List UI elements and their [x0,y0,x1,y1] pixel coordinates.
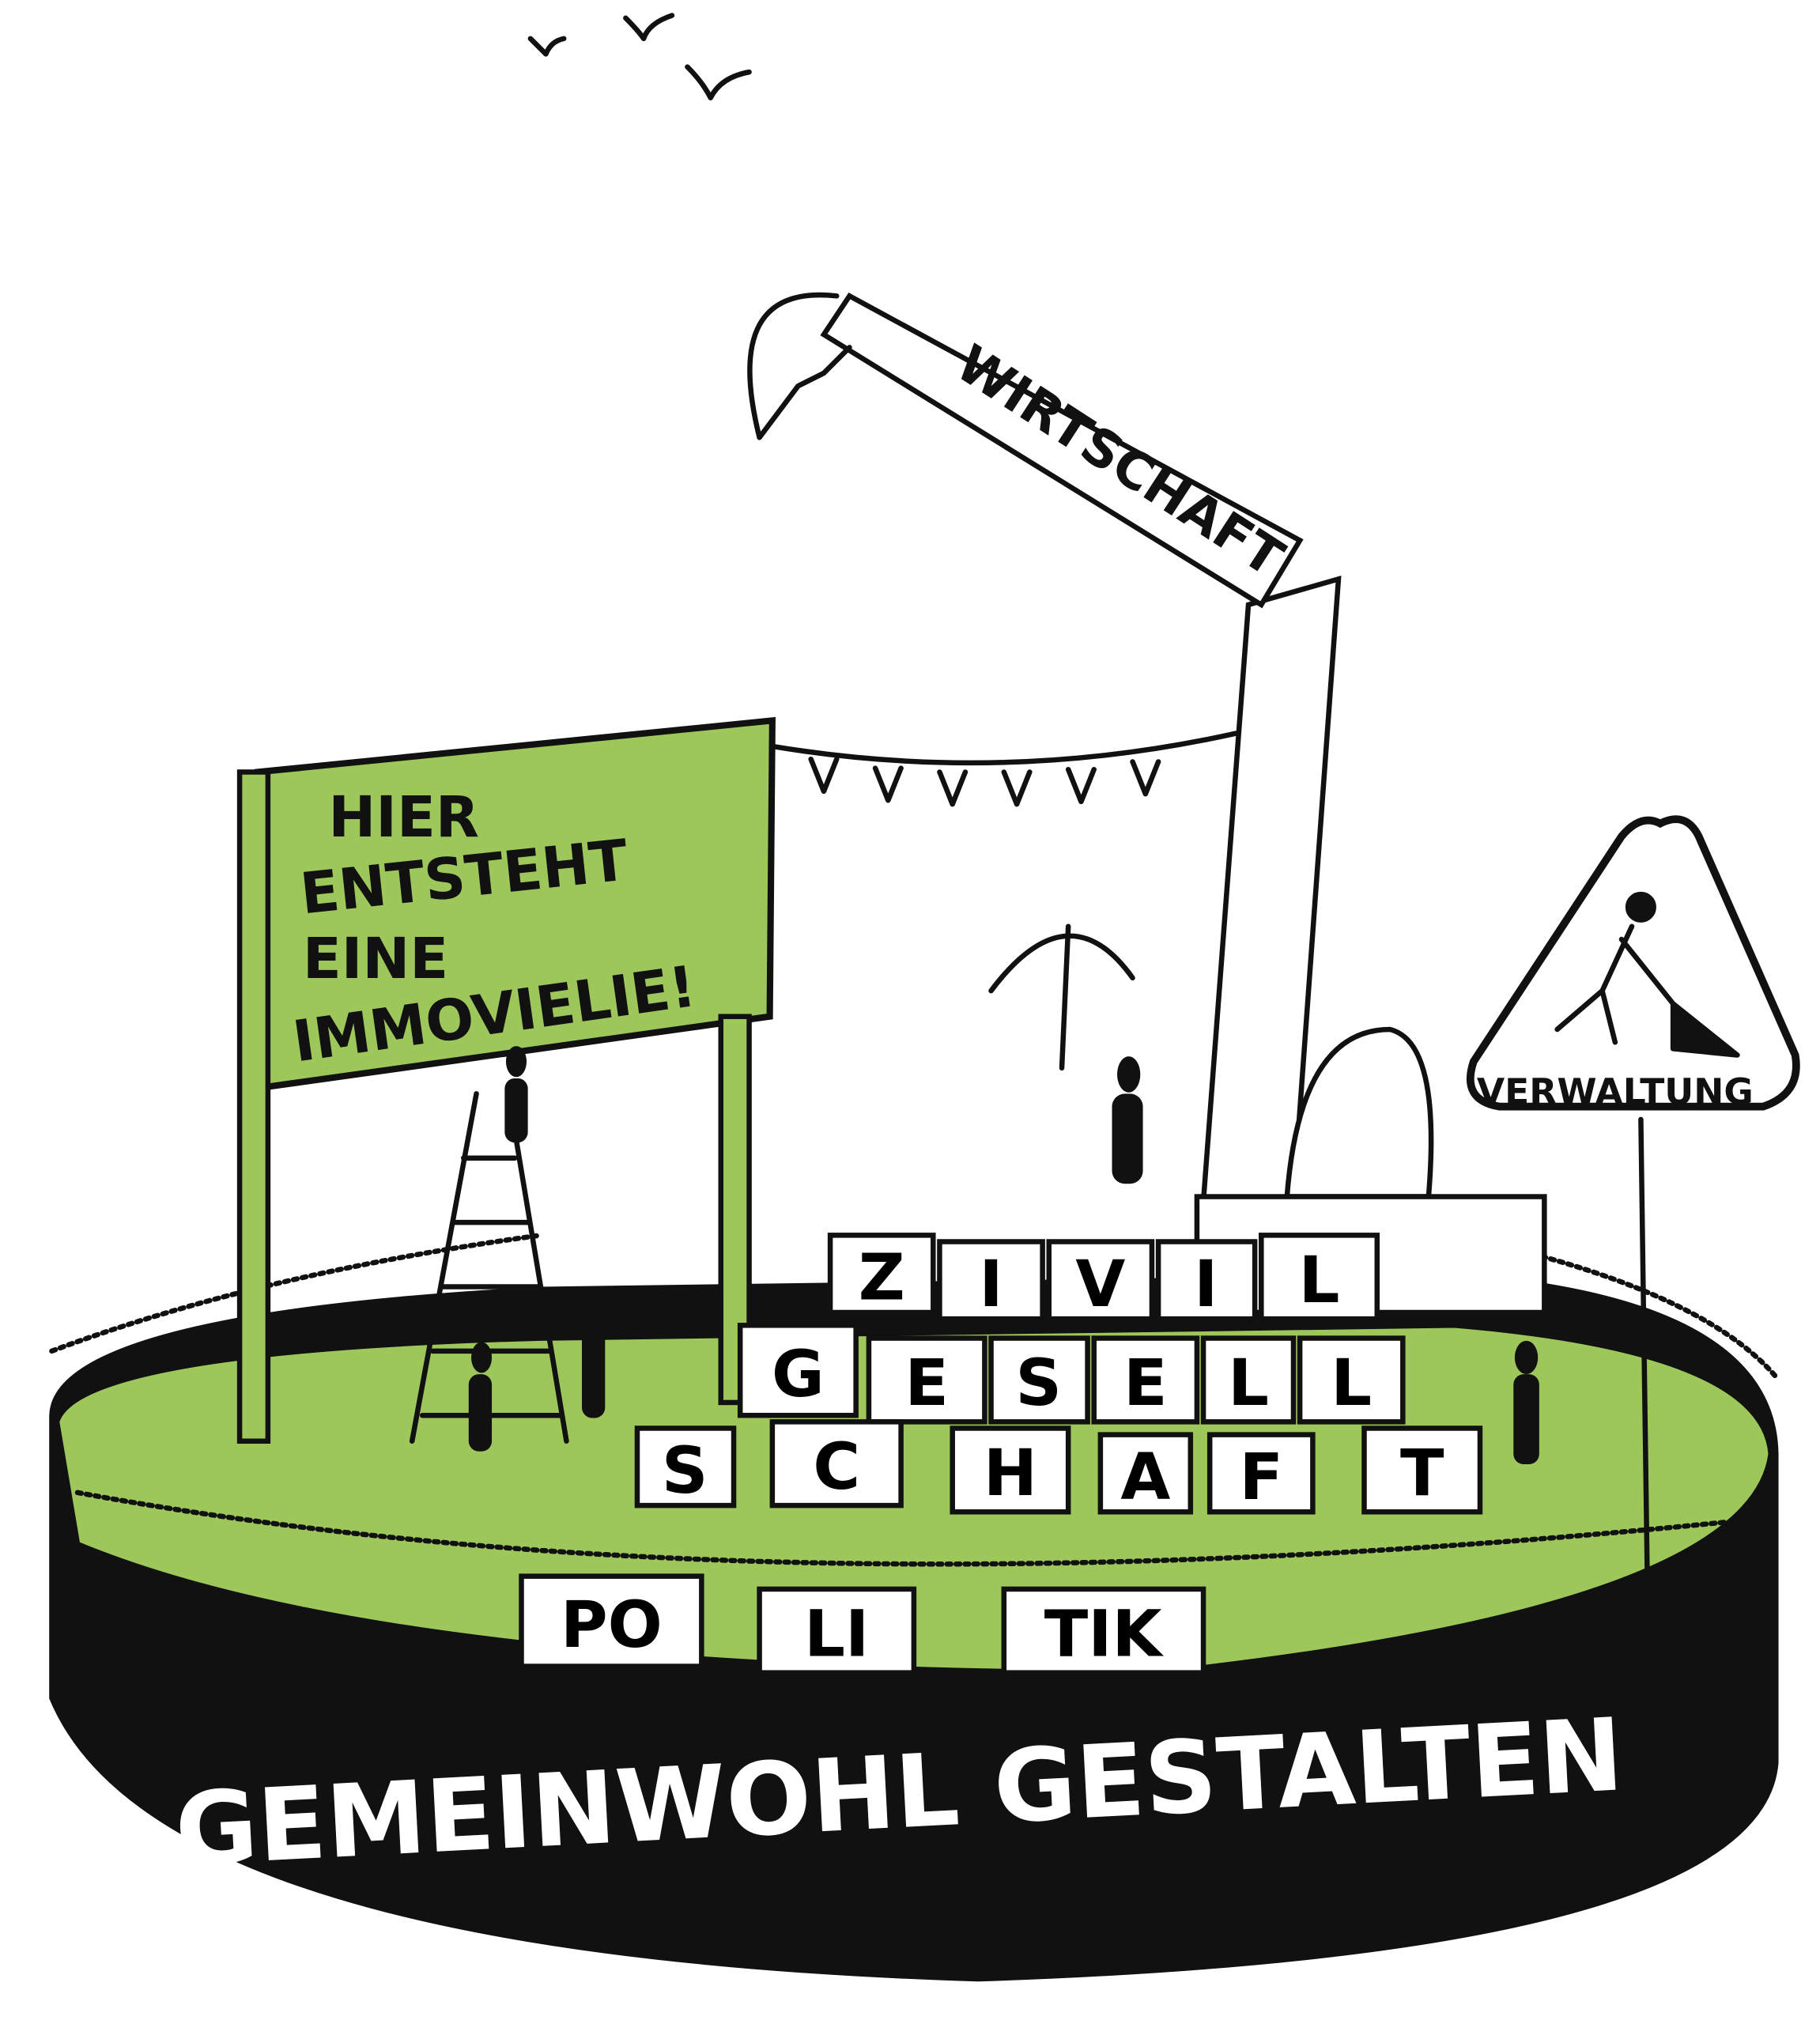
road-sign-label: VERWALTUNG [1477,1071,1754,1112]
block-letter: LI [804,1597,869,1672]
block-row-gesell: G E S E L L [737,1323,1406,1425]
block-letter: TIK [1044,1597,1165,1672]
umbrella-icon [988,923,1135,1071]
sign-line-3: EINE [303,926,448,991]
block-letter: S [662,1433,708,1509]
block-letter: T [1400,1436,1444,1511]
block-letter: L [1331,1346,1372,1421]
block-letter: H [984,1436,1037,1511]
block-letter: I [979,1247,1003,1322]
block-letter: C [813,1429,860,1505]
block-letter: F [1240,1440,1284,1515]
crane-label: WIRTSCHAFT [946,334,1293,588]
construction-sign: HIER ENTSTEHT EINE IMMOVIELIE! [236,716,776,1444]
block-letter: G [772,1337,825,1412]
block-letter: L [1299,1243,1340,1318]
people [468,1046,1539,1465]
block-letter: Z [859,1240,905,1316]
block-row-zivil: Z I V I L [827,1233,1380,1322]
block-letter: S [1015,1346,1062,1421]
block-letter: E [1123,1346,1168,1421]
block-letter: A [1120,1440,1170,1515]
birds-icon [527,13,752,100]
block-row-politik: PO LI TIK [519,1573,1206,1675]
block-letter: E [904,1346,949,1421]
blocks: Z I V I L G E S E L L S C H A F T PO LI … [519,1233,1483,1675]
road-sign: VERWALTUNG [1467,815,1800,1579]
crane: WIRTSCHAFT [747,292,1342,1290]
block-letter: V [1075,1247,1125,1322]
roadworks-icon [1554,891,1740,1058]
block-letter: L [1228,1346,1269,1421]
ladder [409,1091,569,1444]
block-letter: PO [561,1588,663,1663]
block-row-schaft: S C H A F T [634,1419,1483,1515]
person-icon [1117,1056,1141,1093]
block-letter: I [1194,1247,1218,1322]
sign-line-1: HIER [328,784,479,850]
